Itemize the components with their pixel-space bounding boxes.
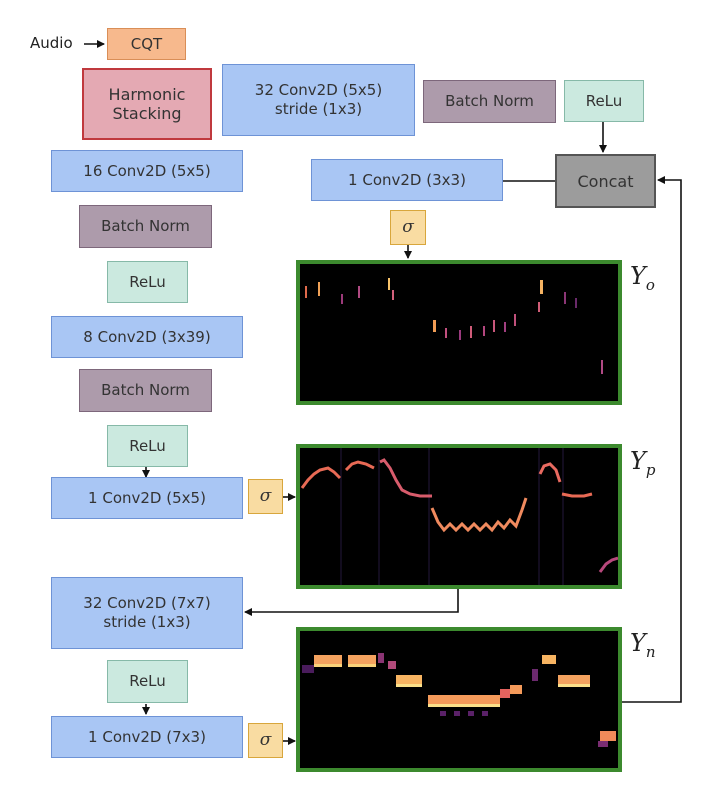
conv1-7x3-block: 1 Conv2D (7x3) — [51, 716, 243, 758]
batchnorm-1-block: Batch Norm — [79, 205, 212, 248]
yp-subscript: p — [645, 460, 656, 479]
relu-1-block: ReLu — [107, 261, 188, 303]
yp-symbol: Y — [630, 447, 646, 475]
pitch-posteriorgram-panel — [296, 444, 622, 589]
yn-symbol: Y — [630, 629, 646, 657]
yo-symbol: Y — [630, 262, 646, 290]
audio-input-label: Audio — [30, 34, 73, 52]
relu-2-label: ReLu — [129, 436, 166, 455]
conv1-5x5-label: 1 Conv2D (5x5) — [88, 488, 206, 507]
yo-label: Yo — [630, 262, 655, 294]
concat-block: Concat — [555, 154, 656, 208]
batchnorm-1-label: Batch Norm — [101, 217, 190, 235]
onset-posteriorgram-panel — [296, 260, 622, 405]
relu-3-label: ReLu — [129, 672, 166, 690]
pitch-posteriorgram-image — [300, 448, 618, 585]
arrow-yp-to-conv32-7x7 — [244, 588, 459, 616]
harmonic-stacking-block: Harmonic Stacking — [82, 68, 212, 140]
conv32-7x7-block: 32 Conv2D (7x7) stride (1x3) — [51, 577, 243, 649]
conv1-7x3-label: 1 Conv2D (7x3) — [88, 727, 206, 746]
relu-3-block: ReLu — [107, 660, 188, 703]
sigmoid-onset: σ — [390, 210, 426, 245]
conv16-5x5-block: 16 Conv2D (5x5) — [51, 150, 243, 192]
sigmoid-pitch: σ — [248, 479, 283, 514]
conv32-5x5-stride-label: stride (1x3) — [274, 100, 363, 118]
yp-label: Yp — [630, 447, 655, 479]
batchnorm-2-block: Batch Norm — [79, 369, 212, 412]
cqt-label: CQT — [130, 34, 163, 53]
conv1-5x5-block: 1 Conv2D (5x5) — [51, 477, 243, 519]
conv1-3x3-block: 1 Conv2D (3x3) — [311, 159, 503, 201]
batchnorm-2-label: Batch Norm — [101, 381, 190, 399]
yn-subscript: n — [645, 642, 656, 661]
concat-label: Concat — [577, 171, 634, 191]
note-posteriorgram-image — [302, 653, 616, 747]
sigma-symbol: σ — [259, 486, 272, 506]
arrow-yn-to-concat — [622, 176, 682, 703]
onset-posteriorgram-image — [305, 278, 603, 374]
conv8-3x39-block: 8 Conv2D (3x39) — [51, 316, 243, 358]
conv16-5x5-label: 16 Conv2D (5x5) — [83, 161, 211, 180]
sigma-symbol: σ — [402, 217, 414, 237]
yn-label: Yn — [630, 629, 656, 661]
yo-subscript: o — [645, 275, 655, 294]
relu-top-block: ReLu — [564, 80, 644, 122]
cqt-block: CQT — [107, 28, 186, 60]
sigma-symbol: σ — [259, 730, 272, 750]
conv32-7x7-label: 32 Conv2D (7x7) — [83, 594, 211, 612]
conv32-5x5-label: 32 Conv2D (5x5) — [254, 81, 383, 99]
conv1-3x3-label: 1 Conv2D (3x3) — [348, 170, 466, 189]
harmonic-stacking-label: Harmonic Stacking — [108, 85, 186, 123]
relu-top-label: ReLu — [585, 91, 623, 110]
batchnorm-top-block: Batch Norm — [423, 80, 556, 123]
relu-1-label: ReLu — [129, 272, 166, 291]
conv32-7x7-stride-label: stride (1x3) — [103, 613, 191, 631]
conv8-3x39-label: 8 Conv2D (3x39) — [83, 327, 211, 346]
sigmoid-note: σ — [248, 723, 283, 758]
batchnorm-top-label: Batch Norm — [445, 92, 534, 110]
note-posteriorgram-panel — [296, 627, 622, 772]
relu-2-block: ReLu — [107, 425, 188, 467]
conv32-5x5-block: 32 Conv2D (5x5) stride (1x3) — [222, 64, 415, 136]
